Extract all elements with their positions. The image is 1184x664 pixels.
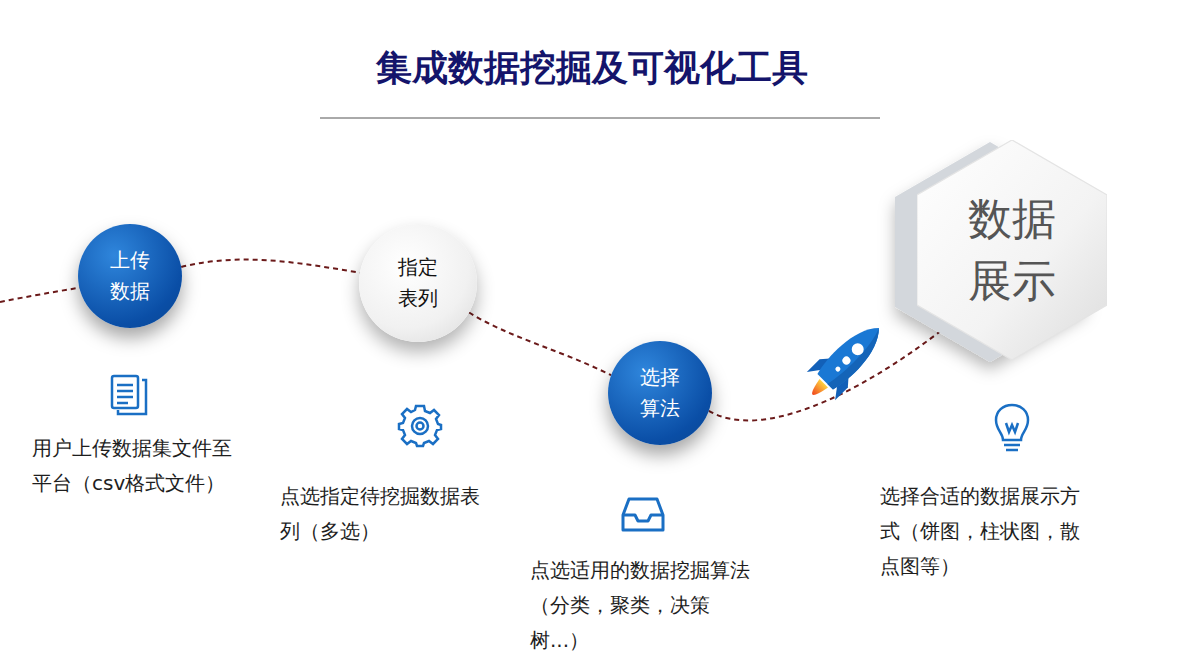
title-rule (320, 118, 880, 119)
step-circle: 上传 数据 (78, 224, 182, 328)
node-text: 上传 数据 (107, 245, 153, 307)
node-text: 数据 展示 (961, 188, 1062, 311)
result-hexagon: 数据 展示 (917, 140, 1107, 360)
dashed-connector (469, 313, 611, 376)
bulb-icon (996, 405, 1028, 450)
rocket-illustration (798, 314, 893, 409)
hexagon-outline (917, 140, 1107, 360)
document-icon (112, 376, 146, 414)
step-description: 点选指定待挖掘数据表 列（多选） (280, 479, 494, 549)
gear-icon (399, 406, 441, 446)
node-text: 选择 算法 (637, 362, 683, 424)
step-circle: 选择 算法 (608, 341, 712, 445)
lead-in-line (0, 286, 90, 302)
step-description: 点选适用的数据挖掘算法 （分类，聚类，决策 树...） (530, 553, 756, 658)
inbox-icon (623, 499, 663, 530)
dashed-connector (181, 260, 360, 273)
step-description: 选择合适的数据展示方 式（饼图，柱状图，散 点图等） (880, 479, 1094, 584)
step-description: 用户上传数据集文件至 平台（csv格式文件） (32, 431, 246, 501)
step-circle: 指定 表列 (359, 224, 477, 342)
diagram-title: 集成数据挖掘及可视化工具 (0, 44, 1184, 93)
hexagon-shape (917, 140, 1107, 360)
node-text: 指定 表列 (395, 252, 441, 314)
